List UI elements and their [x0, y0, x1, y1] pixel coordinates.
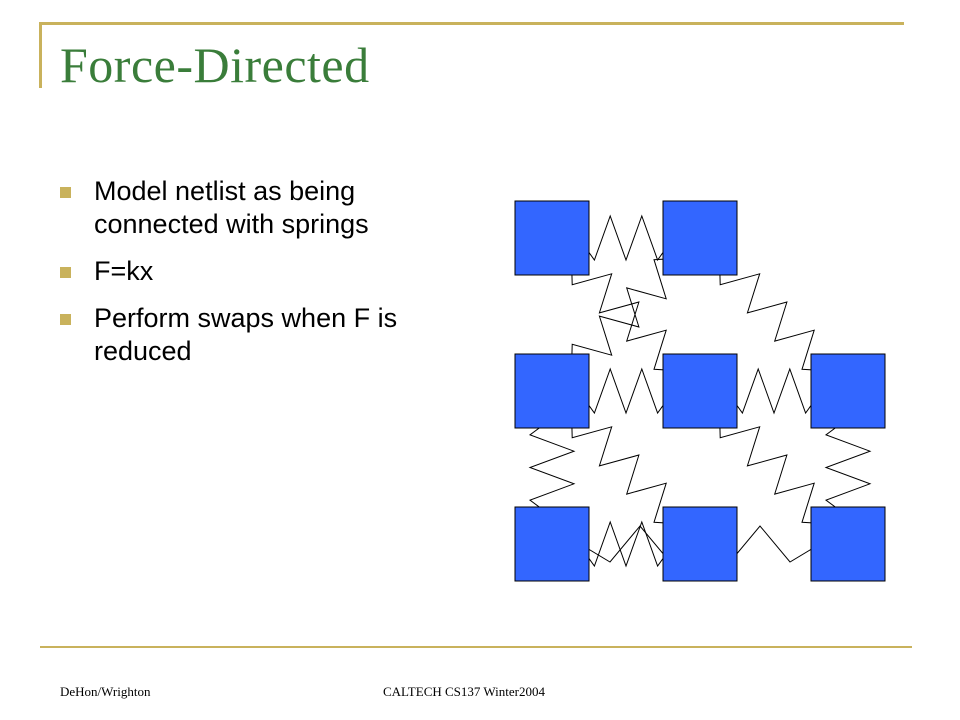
- left-border-line: [39, 22, 42, 88]
- node-n12: [810, 353, 886, 429]
- bullet-item: F=kx: [60, 255, 460, 288]
- bullet-item: Model netlist as being connected with sp…: [60, 175, 460, 241]
- slide-title: Force-Directed: [60, 37, 370, 93]
- bullet-text: Perform swaps when F is reduced: [94, 303, 398, 366]
- node-n10: [514, 353, 590, 429]
- node-n11: [662, 353, 738, 429]
- node-n22: [810, 506, 886, 582]
- square-bullet-icon: [60, 314, 71, 325]
- footer-course: CALTECH CS137 Winter2004: [383, 684, 545, 699]
- node-n00: [514, 200, 590, 276]
- bottom-border-line: [40, 646, 912, 648]
- node-n01: [662, 200, 738, 276]
- square-bullet-icon: [60, 187, 71, 198]
- bullet-item: Perform swaps when F is reduced: [60, 302, 460, 368]
- footer-author: DeHon/Wrighton: [60, 684, 151, 699]
- node-n21: [662, 506, 738, 582]
- nodes-layer: [514, 200, 886, 582]
- bullet-text: Model netlist as being connected with sp…: [94, 176, 369, 239]
- node-n20: [514, 506, 590, 582]
- bullet-list: Model netlist as being connected with sp…: [60, 175, 460, 382]
- top-border-line: [40, 22, 904, 25]
- square-bullet-icon: [60, 267, 71, 278]
- bullet-text: F=kx: [94, 256, 154, 286]
